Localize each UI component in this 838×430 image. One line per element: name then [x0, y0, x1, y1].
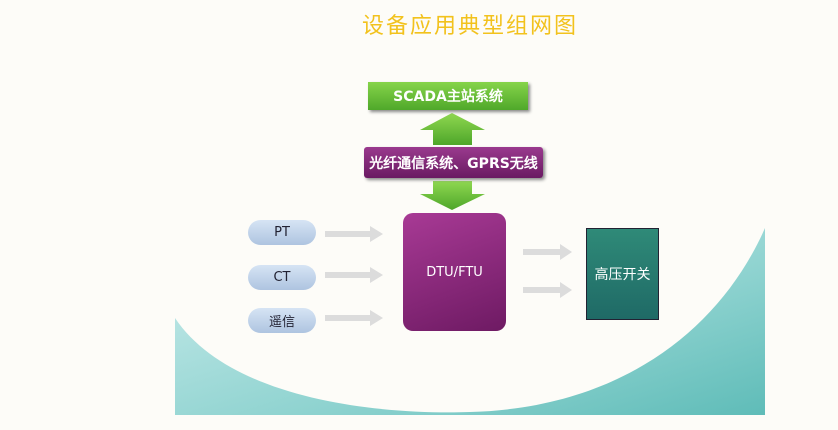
input-arrows: [325, 226, 572, 326]
scada-node: SCADA主站系统: [368, 82, 528, 110]
diagram-title: 设备应用典型组网图: [361, 14, 578, 39]
arrow-pt-icon: [325, 226, 383, 242]
input-remote-signal: 遥信: [248, 308, 316, 333]
communication-node: 光纤通信系统、GPRS无线: [364, 147, 543, 178]
up-arrow-icon: [420, 113, 485, 145]
input-pt: PT: [248, 220, 316, 245]
arrow-out2-icon: [523, 282, 572, 298]
arrow-out1-icon: [523, 244, 572, 260]
down-arrow-icon: [420, 181, 485, 210]
input-ct: CT: [248, 265, 316, 290]
arrow-yx-icon: [325, 310, 383, 326]
high-voltage-switch-node: 高压开关: [586, 228, 659, 320]
arrow-ct-icon: [325, 267, 383, 283]
dtu-ftu-node: DTU/FTU: [403, 213, 506, 331]
teal-swoosh: [175, 228, 765, 415]
